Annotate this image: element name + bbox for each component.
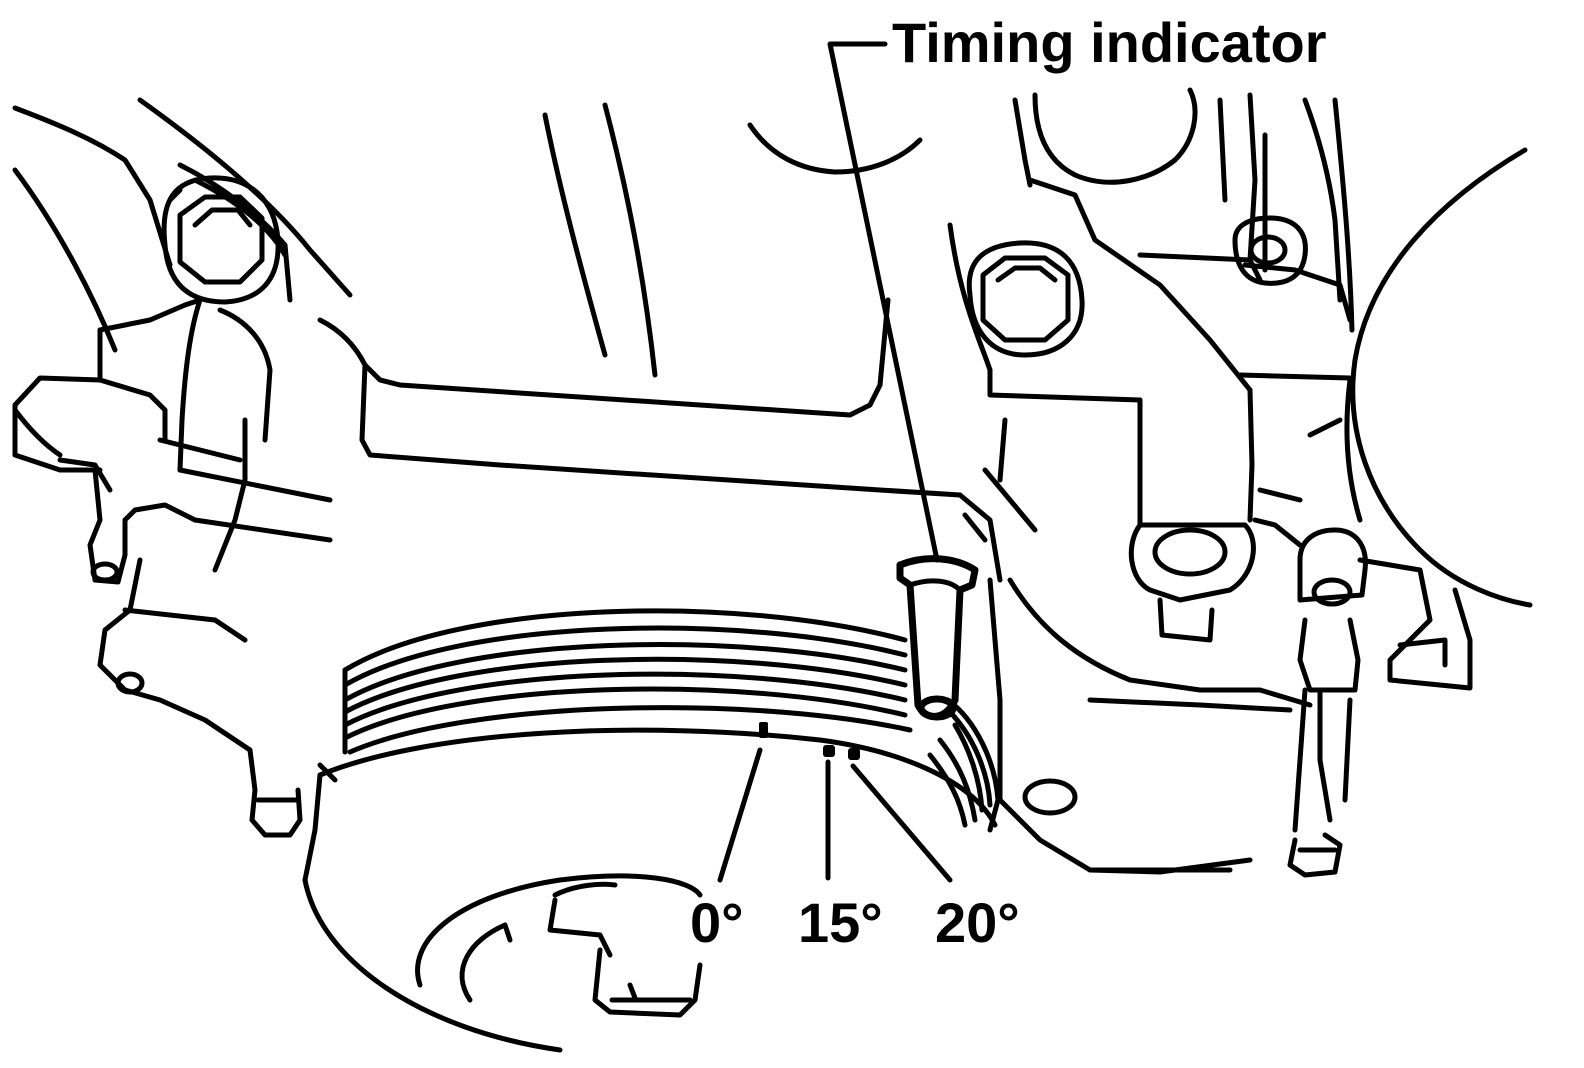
pulley-timing-marks (759, 722, 860, 760)
mark-label-0: 0° (690, 891, 744, 954)
left-bolt (161, 175, 281, 305)
leader-lines (717, 41, 953, 883)
timing-indicator-label: Timing indicator (892, 11, 1327, 74)
front-cover (359, 102, 1313, 875)
leader-0 (717, 747, 763, 883)
top-right-boss (1232, 215, 1308, 286)
right-bolt (966, 240, 1085, 358)
leader-20 (850, 763, 953, 883)
crankshaft-pulley (302, 608, 1001, 1053)
right-block (947, 87, 1533, 878)
timing-indicator-leader (827, 41, 940, 563)
timing-mark-20 (848, 748, 860, 760)
timing-mark-15 (823, 745, 835, 757)
left-bracket (12, 97, 368, 838)
mark-label-20: 20° (935, 891, 1020, 954)
timing-mark-0 (759, 722, 768, 738)
mark-label-15: 15° (798, 891, 883, 954)
timing-indicator-pointer (896, 555, 979, 721)
